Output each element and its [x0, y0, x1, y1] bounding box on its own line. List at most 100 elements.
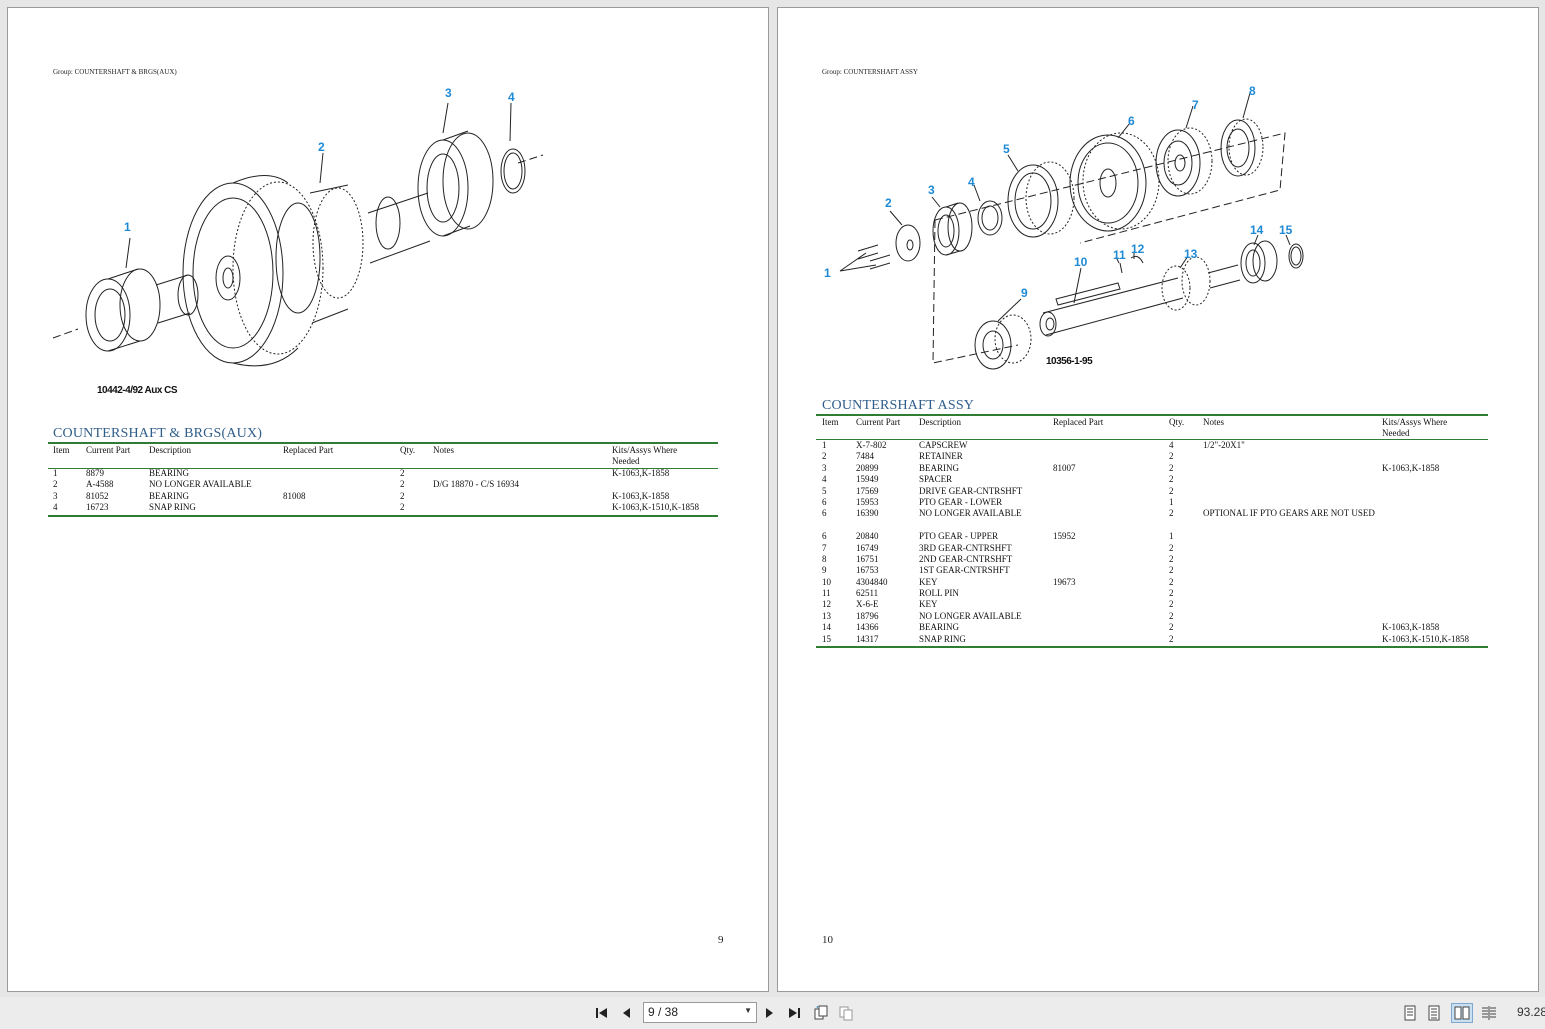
- callout-2: 2: [885, 196, 892, 210]
- cell-qty: 2: [1169, 485, 1174, 496]
- cell-kits: K-1063,K-1858: [612, 490, 670, 501]
- section-title: COUNTERSHAFT & BRGS(AUX): [53, 426, 263, 441]
- callout-13: 13: [1184, 247, 1198, 261]
- cell-qty: 1: [1169, 496, 1174, 507]
- cell-kits: K-1063,K-1510,K-1858: [612, 502, 699, 513]
- two-page-icon: [1454, 1006, 1470, 1020]
- copy-page-button[interactable]: [837, 1003, 855, 1023]
- exploded-diagram-countershaft-assy: 1 2 3 4 5 6 7 8 9 10 11 12 13 14 15: [824, 84, 1304, 370]
- cell-qty: 2: [400, 468, 405, 478]
- cell-qty: 2: [400, 490, 405, 501]
- callout-5: 5: [1003, 142, 1010, 156]
- cell-desc: 1ST GEAR-CNTRSHFT: [919, 565, 1010, 576]
- cell-current: 16751: [856, 553, 879, 564]
- cell-item: 6: [822, 508, 827, 519]
- copy-icon: [839, 1006, 853, 1021]
- cell-item: 12: [822, 599, 831, 610]
- cell-current: X-7-802: [856, 440, 887, 450]
- view-two-page-continuous-button[interactable]: [1479, 1003, 1499, 1023]
- cell-item: 5: [822, 485, 827, 496]
- view-continuous-button[interactable]: [1426, 1003, 1442, 1023]
- cell-desc: CAPSCREW: [919, 440, 968, 450]
- parts-table: Item Current Part Description Replaced P…: [53, 445, 718, 514]
- cell-desc: 2ND GEAR-CNTRSHFT: [919, 553, 1013, 564]
- cell-item: 15: [822, 633, 831, 644]
- cell-current: 14317: [856, 633, 879, 644]
- header-description: Description: [149, 445, 191, 455]
- next-page-icon: [766, 1008, 773, 1018]
- callout-2: 2: [318, 140, 325, 154]
- cell-current: 4304840: [856, 576, 888, 587]
- cell-desc: ROLL PIN: [919, 588, 959, 599]
- cell-item: 1: [822, 440, 827, 450]
- cell-qty: 2: [1169, 622, 1174, 633]
- callout-3: 3: [445, 86, 452, 100]
- continuous-icon: [1428, 1005, 1440, 1021]
- last-page-button[interactable]: [785, 1003, 803, 1023]
- cell-kits: K-1063,K-1858: [1382, 622, 1440, 633]
- zoom-level[interactable]: 93.28: [1517, 1005, 1545, 1019]
- first-page-button[interactable]: [593, 1003, 611, 1023]
- exploded-diagram-aux-countershaft: 1 2 3 4: [52, 86, 544, 367]
- cell-kits: K-1063,K-1858: [1382, 462, 1440, 473]
- section-title: COUNTERSHAFT ASSY: [822, 398, 975, 413]
- cell-desc: PTO GEAR - LOWER: [919, 496, 1003, 507]
- cell-kits: K-1063,K-1510,K-1858: [1382, 633, 1469, 644]
- rotate-page-button[interactable]: [812, 1003, 830, 1023]
- prev-page-button[interactable]: [618, 1003, 634, 1023]
- cell-desc: SPACER: [919, 474, 953, 485]
- view-two-page-button[interactable]: [1451, 1003, 1473, 1023]
- page-indicator: 9 / 38: [648, 1005, 679, 1019]
- cell-desc: DRIVE GEAR-CNTRSHFT: [919, 485, 1023, 496]
- cell-item: 2: [822, 451, 827, 462]
- cell-desc: BEARING: [919, 462, 959, 473]
- cell-desc: SNAP RING: [919, 633, 966, 644]
- callout-3: 3: [928, 183, 935, 197]
- cell-qty: 2: [1169, 508, 1174, 519]
- page-number: 10: [822, 934, 833, 946]
- cell-qty: 2: [1169, 451, 1174, 462]
- header-qty: Qty.: [1169, 417, 1185, 427]
- cell-current: 16749: [856, 542, 879, 553]
- view-single-page-button[interactable]: [1402, 1003, 1418, 1023]
- page-number-input[interactable]: 9 / 38 ▼: [643, 1002, 757, 1023]
- cell-desc: BEARING: [919, 622, 959, 633]
- header-qty: Qty.: [400, 445, 416, 455]
- group-label: Group: COUNTERSHAFT ASSY: [822, 68, 918, 76]
- cell-desc: NO LONGER AVAILABLE: [919, 610, 1022, 621]
- cell-current: 16723: [86, 502, 109, 513]
- cell-desc: NO LONGER AVAILABLE: [149, 479, 252, 490]
- header-rule: [48, 468, 718, 469]
- header-kits: Kits/Assys Where Needed: [612, 445, 678, 467]
- viewer-toolbar: 9 / 38 ▼ 93.28: [0, 997, 1545, 1029]
- cell-current: 8879: [86, 468, 104, 478]
- cell-desc: NO LONGER AVAILABLE: [919, 508, 1022, 519]
- cell-item: 4: [53, 502, 58, 513]
- table-top-rule: [48, 442, 718, 444]
- cell-current: 14366: [856, 622, 879, 633]
- prev-page-icon: [623, 1008, 630, 1018]
- cell-desc: PTO GEAR - UPPER: [919, 531, 999, 542]
- callout-10: 10: [1074, 255, 1088, 269]
- cell-item: 1: [53, 468, 58, 478]
- next-page-button[interactable]: [762, 1003, 778, 1023]
- cell-qty: 1: [1169, 531, 1174, 542]
- header-kits: Kits/Assys Where Needed: [1382, 417, 1448, 439]
- cell-notes: D/G 18870 - C/S 16934: [433, 479, 520, 490]
- header-current-part: Current Part: [86, 445, 131, 455]
- callout-6: 6: [1128, 114, 1135, 128]
- table-header: Item Current Part Description Replaced P…: [822, 417, 1488, 440]
- callout-9: 9: [1021, 286, 1028, 300]
- callout-11: 11: [1113, 248, 1126, 262]
